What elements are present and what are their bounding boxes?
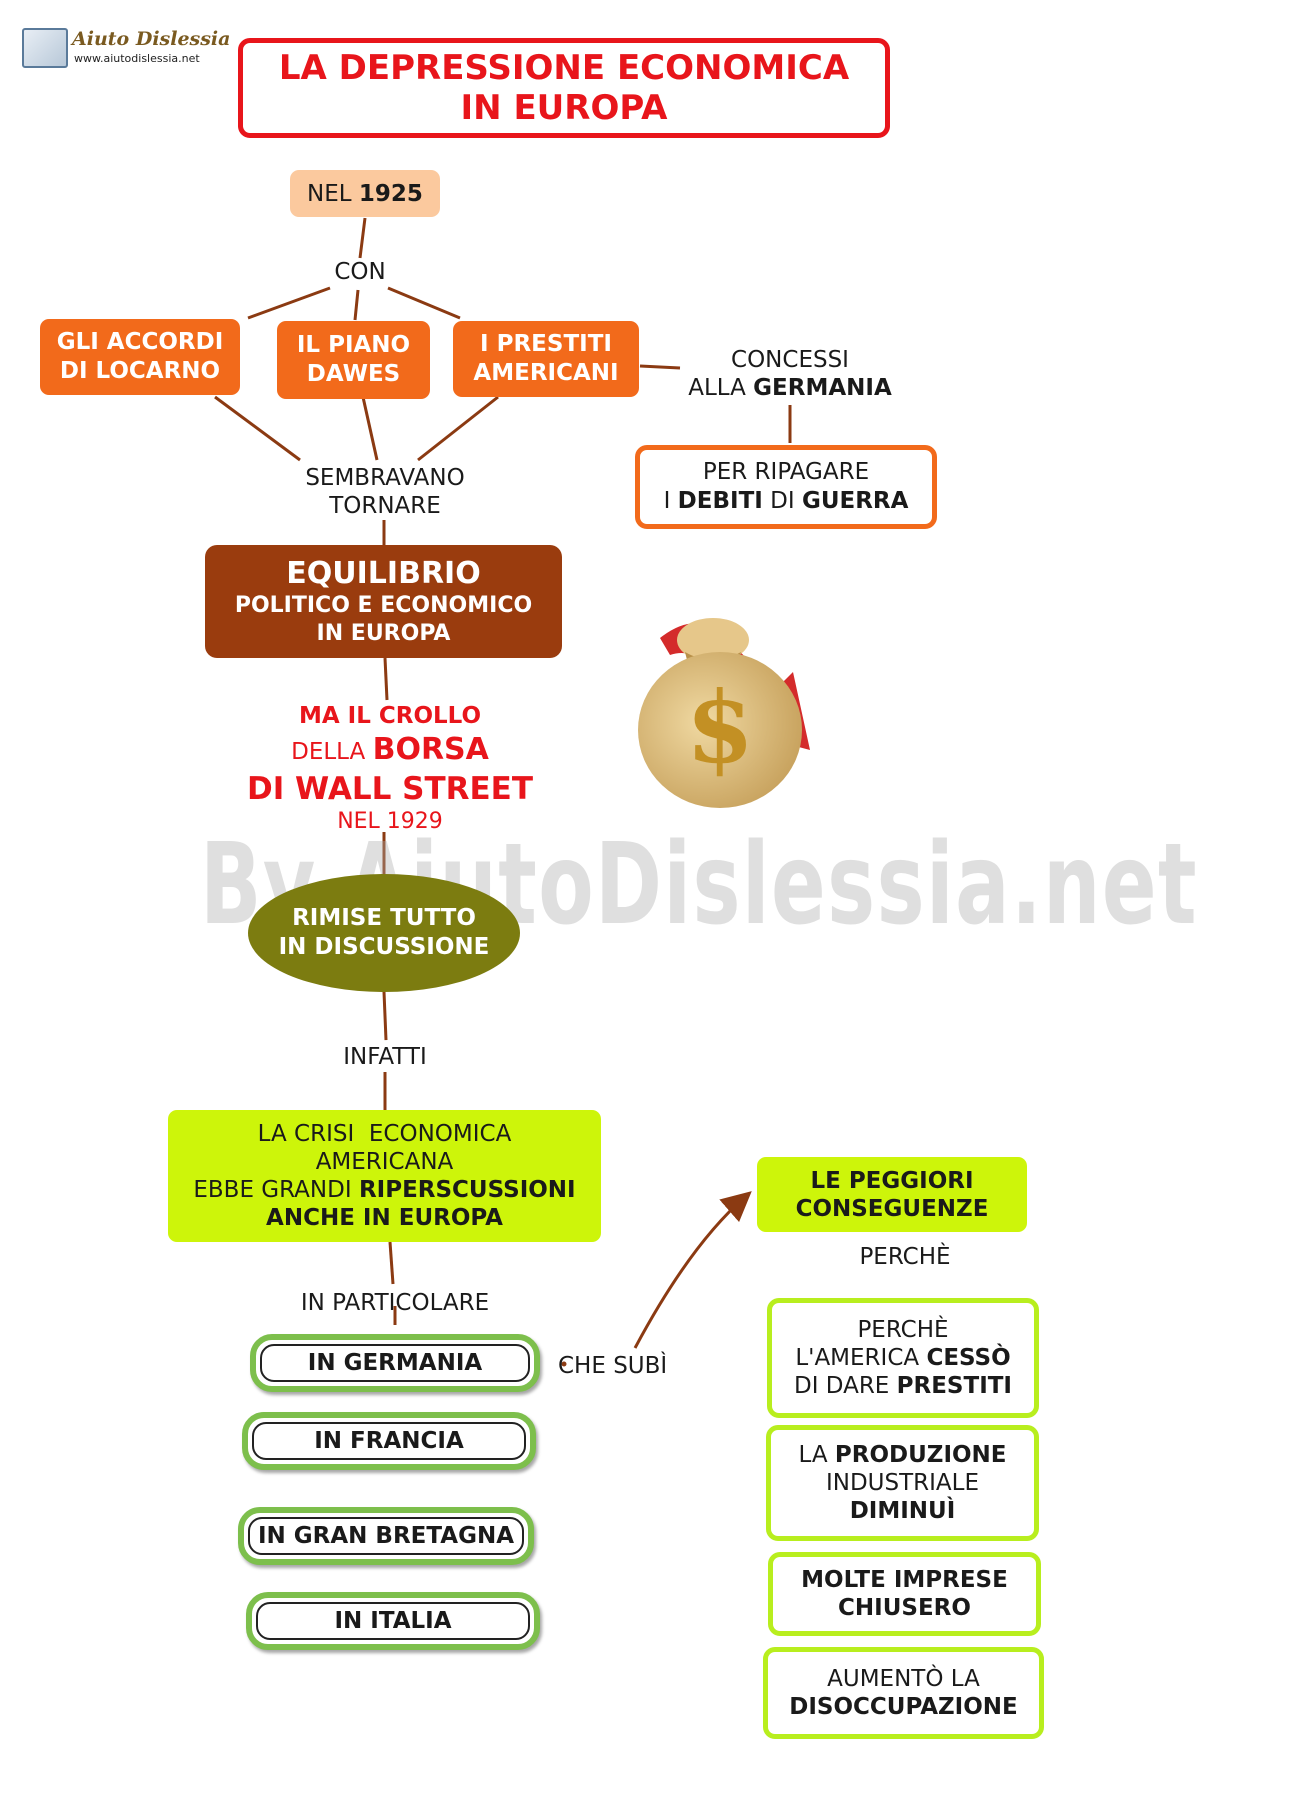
reason4-a: AUMENTÒ LA <box>827 1666 980 1692</box>
crisis-box: LA CRISI ECONOMICA AMERICANA EBBE GRANDI… <box>168 1110 601 1242</box>
title-line-2: IN EUROPA <box>460 88 668 128</box>
factor-american-loans: I PRESTITI AMERICANI <box>453 321 639 397</box>
logo-url: www.aiutodislessia.net <box>74 52 200 65</box>
dollar-icon: $ <box>686 671 754 786</box>
sembravano-line1: SEMBRAVANO <box>305 465 465 491</box>
worst-line1: LE PEGGIORI <box>810 1167 974 1194</box>
wall-street-crash: MA IL CROLLO DELLA BORSA DI WALL STREET … <box>200 700 580 836</box>
war-debts-box: PER RIPAGARE I DEBITI DI GUERRA <box>635 445 937 529</box>
crash-line2-bold: BORSA <box>372 732 489 767</box>
worst-consequences-box: LE PEGGIORI CONSEGUENZE <box>757 1157 1027 1232</box>
factor-locarno-line1: GLI ACCORDI <box>56 329 224 355</box>
reason3-b: CHIUSERO <box>838 1595 971 1621</box>
country-great-britain: IN GRAN BRETAGNA <box>238 1507 534 1565</box>
discussion-line2: IN DISCUSSIONE <box>278 934 490 960</box>
reason1-a: PERCHÈ <box>857 1317 949 1343</box>
year-box: NEL 1925 <box>290 170 440 217</box>
debts-l2d: GUERRA <box>801 488 909 514</box>
factor-dawes-line2: DAWES <box>306 361 401 387</box>
equil-line3: IN EUROPA <box>316 620 451 646</box>
country-italy-label: IN ITALIA <box>256 1602 530 1640</box>
equil-line1: EQUILIBRIO <box>286 555 481 591</box>
country-germany: IN GERMANIA <box>250 1334 540 1392</box>
label-con: CON <box>334 259 386 285</box>
reason-production: LA PRODUZIONE INDUSTRIALE DIMINUÌ <box>766 1425 1039 1541</box>
crisis-line2: AMERICANA <box>315 1149 454 1175</box>
country-germany-label: IN GERMANIA <box>260 1344 530 1382</box>
reason-no-loans: PERCHÈ L'AMERICA CESSÒ DI DARE PRESTITI <box>767 1298 1039 1418</box>
page-title: LA DEPRESSIONE ECONOMICA IN EUROPA <box>238 38 890 138</box>
label-che-subi: CHE SUBÌ <box>558 1353 668 1379</box>
reason3-a: MOLTE IMPRESE <box>801 1567 1008 1593</box>
reason1-c1: DI DARE <box>793 1373 890 1399</box>
crash-line1: MA IL CROLLO <box>298 703 482 729</box>
equilibrium-box: EQUILIBRIO POLITICO E ECONOMICO IN EUROP… <box>205 545 562 658</box>
money-bag-icon: $ <box>638 618 810 808</box>
reason1-b2: CESSÒ <box>926 1345 1011 1371</box>
factor-dawes-line1: IL PIANO <box>296 332 411 358</box>
reason2-a1: LA <box>798 1442 828 1468</box>
factor-dawes: IL PIANO DAWES <box>277 321 430 399</box>
crisis-line4: ANCHE IN EUROPA <box>266 1205 503 1231</box>
debts-line1: PER RIPAGARE <box>702 459 870 485</box>
loans-note-prefix: ALLA <box>688 375 746 401</box>
worst-line2: CONSEGUENZE <box>795 1195 989 1222</box>
crisis-line3-bold: RIPERSCUSSIONI <box>358 1177 576 1203</box>
year-prefix: NEL <box>307 180 352 207</box>
factor-locarno-line2: DI LOCARNO <box>59 358 221 384</box>
factor-loans-line2: AMERICANI <box>473 360 619 386</box>
label-in-particolare: IN PARTICOLARE <box>300 1290 490 1316</box>
label-perche: PERCHÈ <box>859 1244 951 1270</box>
year-value: 1925 <box>358 180 423 207</box>
discussion-line1: RIMISE TUTTO <box>292 905 476 931</box>
loans-note-line1: CONCESSI <box>731 347 849 373</box>
loans-note: CONCESSI ALLA GERMANIA <box>670 346 910 402</box>
factor-loans-line1: I PRESTITI <box>480 331 612 357</box>
equil-line2: POLITICO E ECONOMICO <box>234 592 533 618</box>
crash-line2-prefix: DELLA <box>291 739 366 765</box>
reason-unemployment: AUMENTÒ LA DISOCCUPAZIONE <box>763 1647 1044 1739</box>
debts-l2c: DI <box>770 488 795 514</box>
crisis-line1: LA CRISI ECONOMICA <box>257 1121 512 1147</box>
country-france-label: IN FRANCIA <box>252 1422 526 1460</box>
country-france: IN FRANCIA <box>242 1412 536 1470</box>
debts-l2b: DEBITI <box>677 488 763 514</box>
reason4-b: DISOCCUPAZIONE <box>789 1694 1018 1720</box>
reason1-c2: PRESTITI <box>896 1373 1012 1399</box>
crisis-line3-prefix: EBBE GRANDI <box>193 1177 352 1203</box>
crash-line3: DI WALL STREET <box>247 771 533 807</box>
book-logo-icon <box>22 28 68 68</box>
logo-name: Aiuto Dislessia <box>72 28 231 50</box>
reason-closures: MOLTE IMPRESE CHIUSERO <box>768 1552 1041 1636</box>
reason2-a2: PRODUZIONE <box>834 1442 1007 1468</box>
country-great-britain-label: IN GRAN BRETAGNA <box>248 1517 524 1555</box>
sembravano-line2: TORNARE <box>329 493 441 519</box>
logo[interactable]: Aiuto Dislessia www.aiutodislessia.net <box>22 28 230 72</box>
title-line-1: LA DEPRESSIONE ECONOMICA <box>278 48 850 88</box>
label-infatti: INFATTI <box>343 1044 427 1070</box>
reason2-b: INDUSTRIALE <box>825 1470 980 1496</box>
label-sembravano: SEMBRAVANO TORNARE <box>270 464 500 520</box>
discussion-ellipse: RIMISE TUTTO IN DISCUSSIONE <box>248 874 520 992</box>
reason2-c: DIMINUÌ <box>849 1498 956 1524</box>
crash-line4: NEL 1929 <box>337 809 443 834</box>
loans-note-bold: GERMANIA <box>753 375 892 401</box>
reason1-b1: L'AMERICA <box>795 1345 920 1371</box>
country-italy: IN ITALIA <box>246 1592 540 1650</box>
debts-l2a: I <box>663 488 671 514</box>
factor-locarno: GLI ACCORDI DI LOCARNO <box>40 319 240 395</box>
